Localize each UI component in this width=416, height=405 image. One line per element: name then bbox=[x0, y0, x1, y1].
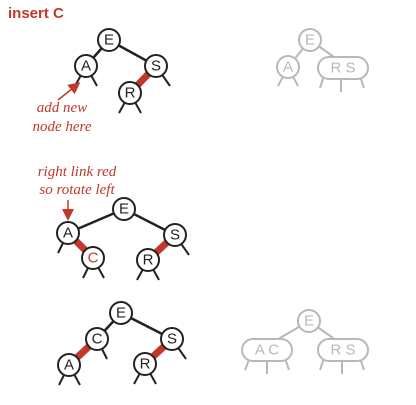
node-e: E bbox=[112, 197, 136, 221]
node-label: R bbox=[140, 356, 151, 373]
node-c: C bbox=[81, 246, 105, 270]
23-tree-after: E A C R S bbox=[241, 309, 369, 374]
diagram-title: insert C bbox=[8, 5, 64, 22]
node-label: S bbox=[167, 331, 177, 348]
node-label: R bbox=[125, 85, 136, 102]
node-s: S bbox=[163, 223, 187, 247]
node-label: A bbox=[64, 357, 74, 374]
node-label: S bbox=[170, 227, 180, 244]
node-label: A bbox=[283, 59, 293, 76]
after-insert-tree: E A C S R bbox=[56, 197, 190, 281]
node-a: A bbox=[74, 54, 98, 78]
node-label: C bbox=[92, 331, 103, 348]
node-label: E bbox=[304, 313, 314, 330]
node-a: A bbox=[57, 353, 81, 377]
node-label: E bbox=[119, 201, 129, 218]
node-r: R bbox=[136, 248, 160, 272]
node-label: R S bbox=[330, 60, 355, 77]
node-label: A bbox=[81, 58, 91, 75]
23-tree-before: E A R S bbox=[276, 28, 369, 92]
rotated-tree: E C A S R bbox=[57, 301, 187, 386]
node-label: A bbox=[63, 225, 73, 242]
arrow-icon bbox=[57, 82, 81, 101]
node-a: A bbox=[56, 221, 80, 245]
add-node-note-line1: add new bbox=[37, 100, 87, 116]
node-e: E bbox=[97, 28, 121, 52]
node-label: E bbox=[305, 32, 315, 49]
node-label: R bbox=[143, 252, 154, 269]
node-s: S bbox=[160, 327, 184, 351]
node-c: C bbox=[85, 327, 109, 351]
node-label: E bbox=[104, 32, 114, 49]
initial-tree: E A S R bbox=[74, 28, 171, 114]
node-label: A C bbox=[255, 342, 279, 359]
node-e: E bbox=[109, 301, 133, 325]
node-label: C bbox=[88, 250, 99, 267]
rotate-annotation: right link red so rotate left bbox=[38, 164, 117, 221]
add-node-annotation: add new node here bbox=[32, 82, 92, 135]
node-label: S bbox=[151, 58, 161, 75]
node-s: S bbox=[144, 54, 168, 78]
rotate-note-line1: right link red bbox=[38, 164, 117, 180]
node-r: R bbox=[118, 81, 142, 105]
node-label: E bbox=[116, 305, 126, 322]
node-label: R S bbox=[330, 342, 355, 359]
node-r: R bbox=[133, 352, 157, 376]
add-node-note-line2: node here bbox=[32, 119, 91, 135]
rotate-note-line2: so rotate left bbox=[39, 182, 115, 198]
